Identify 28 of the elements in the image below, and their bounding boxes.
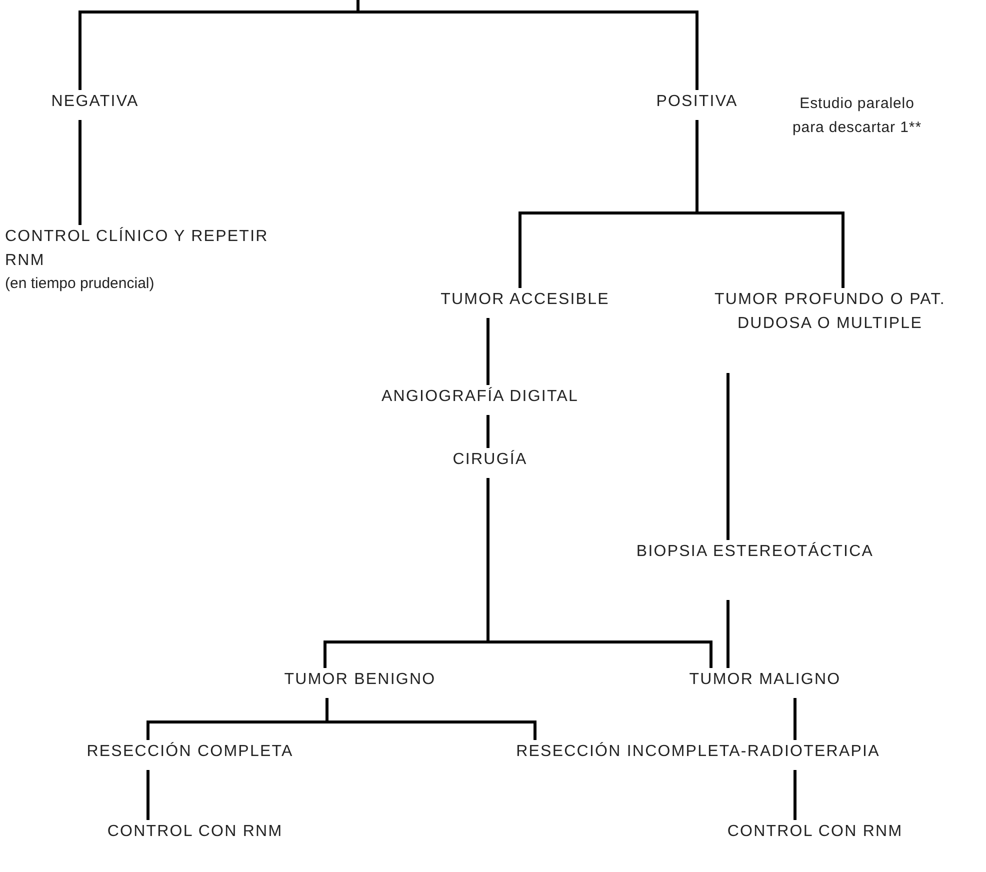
step-text: RESECCIÓN INCOMPLETA-RADIOTERAPIA (515, 741, 881, 762)
side-note: Estudio paralelo para descartar 1** (791, 94, 922, 138)
connector-line (356, 0, 698, 90)
step-note: (en tiempo prudencial) (5, 274, 156, 294)
step-text: RESECCIÓN COMPLETA (86, 741, 294, 762)
step-text: TUMOR MALIGNO (688, 670, 842, 690)
connector-line (486, 415, 490, 448)
step-text: TUMOR ACCESIBLE (440, 290, 610, 310)
connector-line (486, 318, 490, 385)
connector-line (726, 600, 730, 668)
step-text: ANGIOGRAFÍA DIGITAL (380, 386, 580, 407)
step-text: CONTROL CON RNM (106, 822, 284, 842)
connector-line (726, 373, 730, 540)
step-text: CONTROL CLÍNICO Y REPETIR RNM (5, 226, 270, 271)
step-text: CIRUGÍA (452, 449, 528, 470)
connector-line (696, 120, 844, 288)
step-text: CONTROL CON RNM (726, 822, 904, 842)
connector-line (78, 120, 82, 225)
step-text: TUMOR BENIGNO (283, 670, 437, 690)
step-text: POSITIVA (655, 92, 739, 112)
connector-line (486, 478, 712, 668)
step-text: NEGATIVA (50, 92, 140, 112)
connector-line (794, 698, 796, 740)
connector-line (146, 770, 150, 820)
step-text: BIOPSIA ESTEREOTÁCTICA (635, 541, 875, 562)
connector-line (794, 770, 796, 820)
step-text: TUMOR PROFUNDO O PAT. DUDOSA O MULTIPLE (714, 290, 946, 334)
connector-line (326, 698, 536, 740)
